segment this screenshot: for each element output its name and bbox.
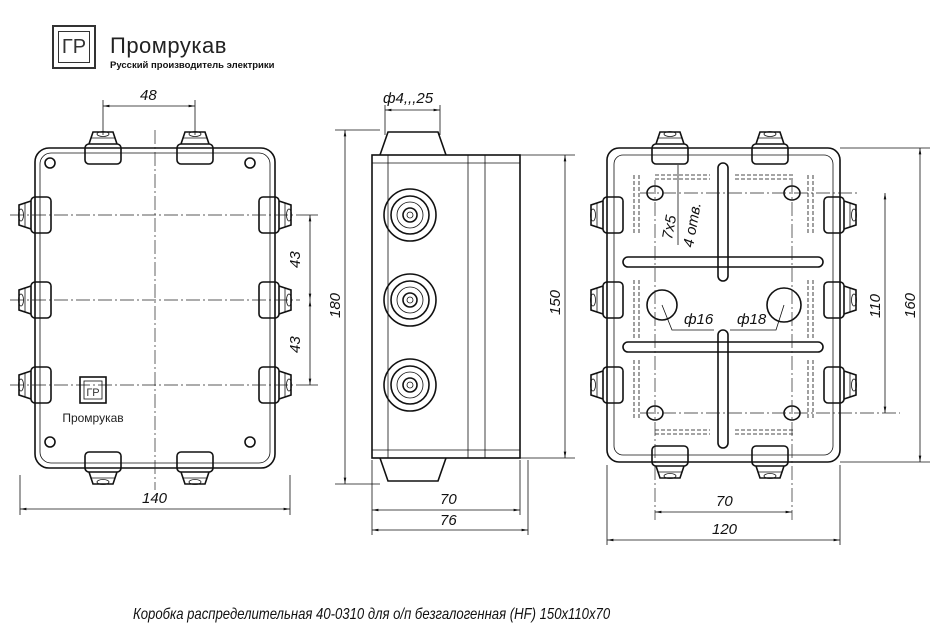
dim-front-width: 140 xyxy=(142,490,168,507)
screw-icon xyxy=(44,157,256,448)
brand-name: Промрукав xyxy=(110,33,227,58)
brand-tagline: Русский производитель электрики xyxy=(110,60,275,71)
hole-16 xyxy=(646,289,678,321)
dim-back-width: 120 xyxy=(712,521,738,538)
dim-depth-inner: 70 xyxy=(440,491,457,508)
lid-logo xyxy=(79,376,107,404)
dim-total-height: 180 xyxy=(327,292,344,318)
dim-gland-spacing: 48 xyxy=(140,87,157,104)
rib xyxy=(622,256,824,268)
dim-mount-width: 70 xyxy=(716,493,733,510)
back-view xyxy=(589,130,930,545)
side-view xyxy=(335,105,575,535)
lid-logo-mark: ГР xyxy=(86,387,99,399)
front-view xyxy=(10,100,318,515)
brand-logo: ГР xyxy=(52,25,96,69)
dim-pitch-upper: 43 xyxy=(287,251,304,268)
lid-brand-name: Промрукав xyxy=(62,411,123,425)
drawing-caption: Коробка распределительная 40-0310 для о/… xyxy=(133,606,611,623)
dim-pitch-lower: 43 xyxy=(287,336,304,353)
dim-mount-height: 110 xyxy=(867,293,884,318)
dim-slot: 7x5 xyxy=(659,213,680,240)
hole-18 xyxy=(766,287,802,323)
dim-hole-16: ф16 xyxy=(684,311,714,328)
dim-holes: 4 отв. xyxy=(680,201,705,249)
dim-back-height: 160 xyxy=(902,292,919,318)
dim-gland-range: ф4,,,25 xyxy=(383,90,434,107)
dim-hole-18: ф18 xyxy=(737,311,767,328)
dim-depth-total: 76 xyxy=(440,512,457,529)
logo-mark: ГР xyxy=(58,31,90,63)
dim-body-height: 150 xyxy=(547,289,564,315)
